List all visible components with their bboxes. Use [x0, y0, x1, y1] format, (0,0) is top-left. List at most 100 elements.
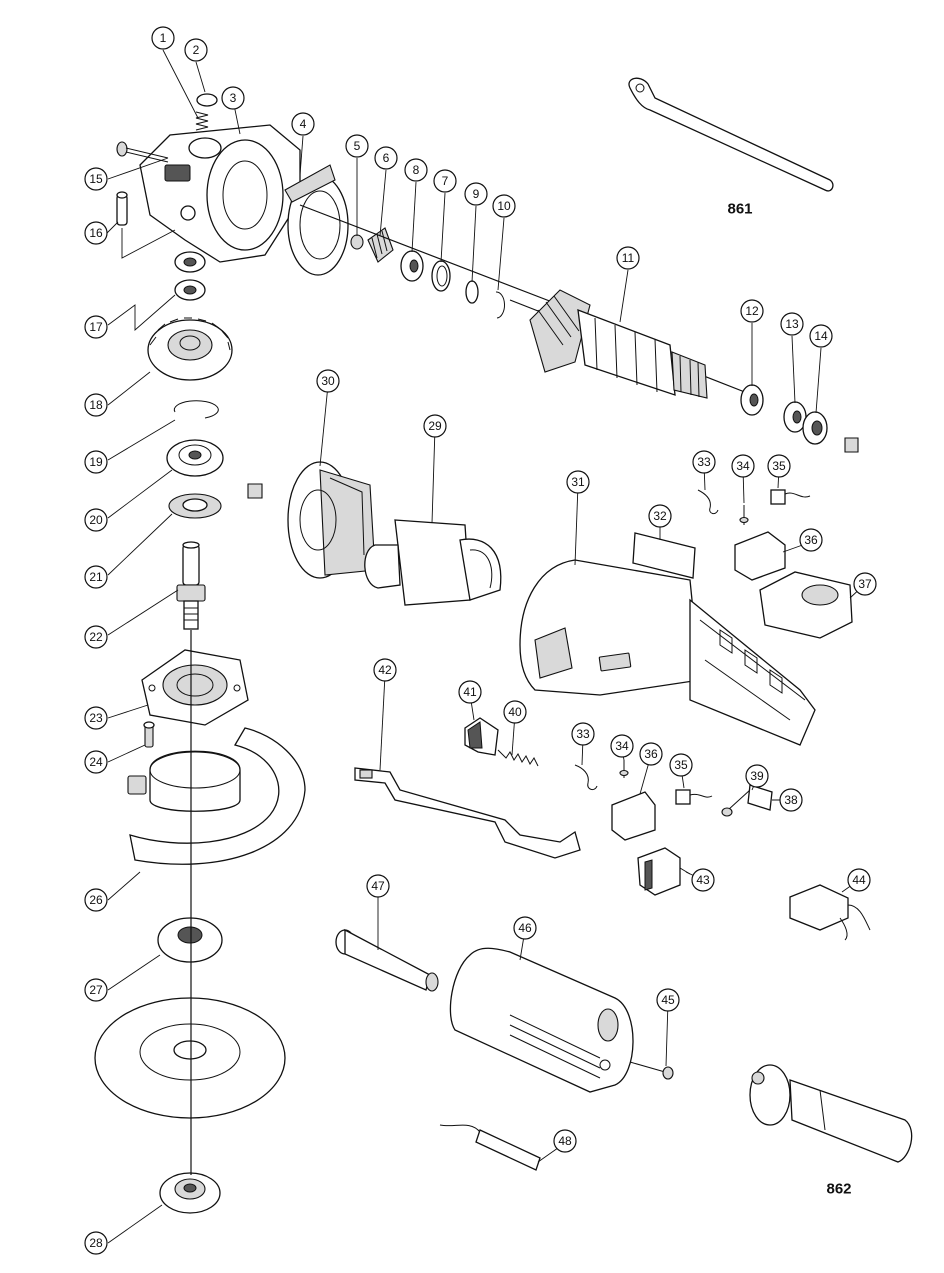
svg-text:40: 40: [508, 705, 522, 719]
callout-46: 46: [513, 916, 537, 940]
svg-text:28: 28: [89, 1236, 103, 1250]
pin-16-part: [116, 191, 128, 226]
lock-spring-part: [195, 93, 218, 131]
ring-10-part: [495, 291, 505, 319]
svg-text:26: 26: [89, 893, 103, 907]
screw-45-part: [629, 1061, 674, 1080]
bearing-14-part: [802, 411, 828, 445]
callout-4: 4: [291, 112, 315, 136]
svg-text:8: 8: [413, 163, 420, 177]
callout-7: 7: [433, 169, 457, 193]
svg-text:45: 45: [661, 993, 675, 1007]
svg-text:9: 9: [473, 187, 480, 201]
callout-27: 27: [84, 978, 108, 1002]
tail-cover-46-part: [449, 947, 634, 1093]
small-reference-mark-14: [844, 437, 859, 453]
callout-21: 21: [84, 565, 108, 589]
svg-text:23: 23: [89, 711, 103, 725]
svg-text:13: 13: [785, 317, 799, 331]
ball-bearing-20-part: [166, 439, 224, 477]
screw-24-part: [143, 721, 155, 748]
svg-text:34: 34: [736, 459, 750, 473]
svg-text:24: 24: [89, 755, 103, 769]
bearing-box-23-part: [141, 649, 249, 726]
bearing-8-part: [400, 250, 424, 282]
pipe-47-part: [335, 928, 439, 992]
callout-8: 8: [404, 158, 428, 182]
svg-text:12: 12: [745, 304, 759, 318]
svg-text:39: 39: [750, 769, 764, 783]
svg-text:10: 10: [497, 199, 511, 213]
callout-42: 42: [373, 658, 397, 682]
callout-3: 3: [221, 86, 245, 110]
screw-34a-part: [739, 505, 749, 525]
callout-19: 19: [84, 450, 108, 474]
svg-text:16: 16: [89, 226, 103, 240]
callout-30: 30: [316, 369, 340, 393]
switch-cover-37-part: [759, 571, 853, 639]
svg-text:22: 22: [89, 630, 103, 644]
svg-text:33: 33: [576, 727, 590, 741]
noise-suppressor-44-part: [789, 884, 871, 941]
callout-11: 11: [616, 246, 640, 270]
callout-37: 37: [853, 572, 877, 596]
callout-5: 5: [345, 134, 369, 158]
stator-29-part: [364, 519, 502, 606]
callout-29: 29: [423, 414, 447, 438]
lock-nut-28-part: [159, 1172, 221, 1214]
callout-36-upper: 36: [799, 528, 823, 552]
callout-6: 6: [374, 146, 398, 170]
svg-text:35: 35: [674, 758, 688, 772]
callout-12: 12: [740, 299, 764, 323]
svg-text:18: 18: [89, 398, 103, 412]
motor-housing-31-part: [519, 559, 816, 746]
callout-41: 41: [458, 680, 482, 704]
svg-text:31: 31: [571, 475, 585, 489]
callout-23: 23: [84, 706, 108, 730]
gear-housing-part: [139, 124, 301, 263]
nut-5-part: [350, 234, 364, 250]
callout-9: 9: [464, 182, 488, 206]
bearing-12-part: [740, 384, 764, 416]
svg-text:35: 35: [772, 459, 786, 473]
brush-holder-36a-part: [734, 531, 786, 581]
svg-text:27: 27: [89, 983, 103, 997]
screw-39-part: [721, 789, 751, 817]
svg-text:29: 29: [428, 419, 442, 433]
callout-35-lower: 35: [669, 753, 693, 777]
label-861: 861: [727, 201, 752, 218]
nameplate-32-part: [632, 532, 696, 579]
callout-26: 26: [84, 888, 108, 912]
callout-44: 44: [847, 868, 871, 892]
svg-text:48: 48: [558, 1134, 572, 1148]
callout-24: 24: [84, 750, 108, 774]
torsion-spring-33a-part: [697, 489, 719, 515]
callout-32: 32: [648, 504, 672, 528]
wheel-washer-27-part: [157, 917, 223, 963]
callout-14: 14: [809, 324, 833, 348]
wrench-861-part: [628, 77, 834, 192]
callout-40: 40: [503, 700, 527, 724]
svg-text:6: 6: [383, 151, 390, 165]
fan-guide-30-part: [287, 461, 376, 579]
callout-39: 39: [745, 764, 769, 788]
wheel-guard-26-part: [127, 727, 306, 865]
washer-9-part: [465, 280, 479, 304]
callout-34-upper: 34: [731, 454, 755, 478]
rubber-ring-7-part: [431, 260, 451, 292]
callout-13: 13: [780, 312, 804, 336]
callout-28: 28: [84, 1231, 108, 1255]
callout-18: 18: [84, 393, 108, 417]
callout-20: 20: [84, 508, 108, 532]
retaining-ring-part: [173, 400, 219, 419]
brush-holder-36b-part: [611, 791, 656, 841]
svg-text:2: 2: [193, 43, 200, 57]
callout-48: 48: [553, 1129, 577, 1153]
carbon-brush-35a-part: [770, 489, 811, 505]
svg-text:36: 36: [644, 747, 658, 761]
callout-15: 15: [84, 167, 108, 191]
callout-45: 45: [656, 988, 680, 1012]
callout-43: 43: [691, 868, 715, 892]
svg-text:38: 38: [784, 793, 798, 807]
bearing-17-part: [174, 251, 206, 301]
